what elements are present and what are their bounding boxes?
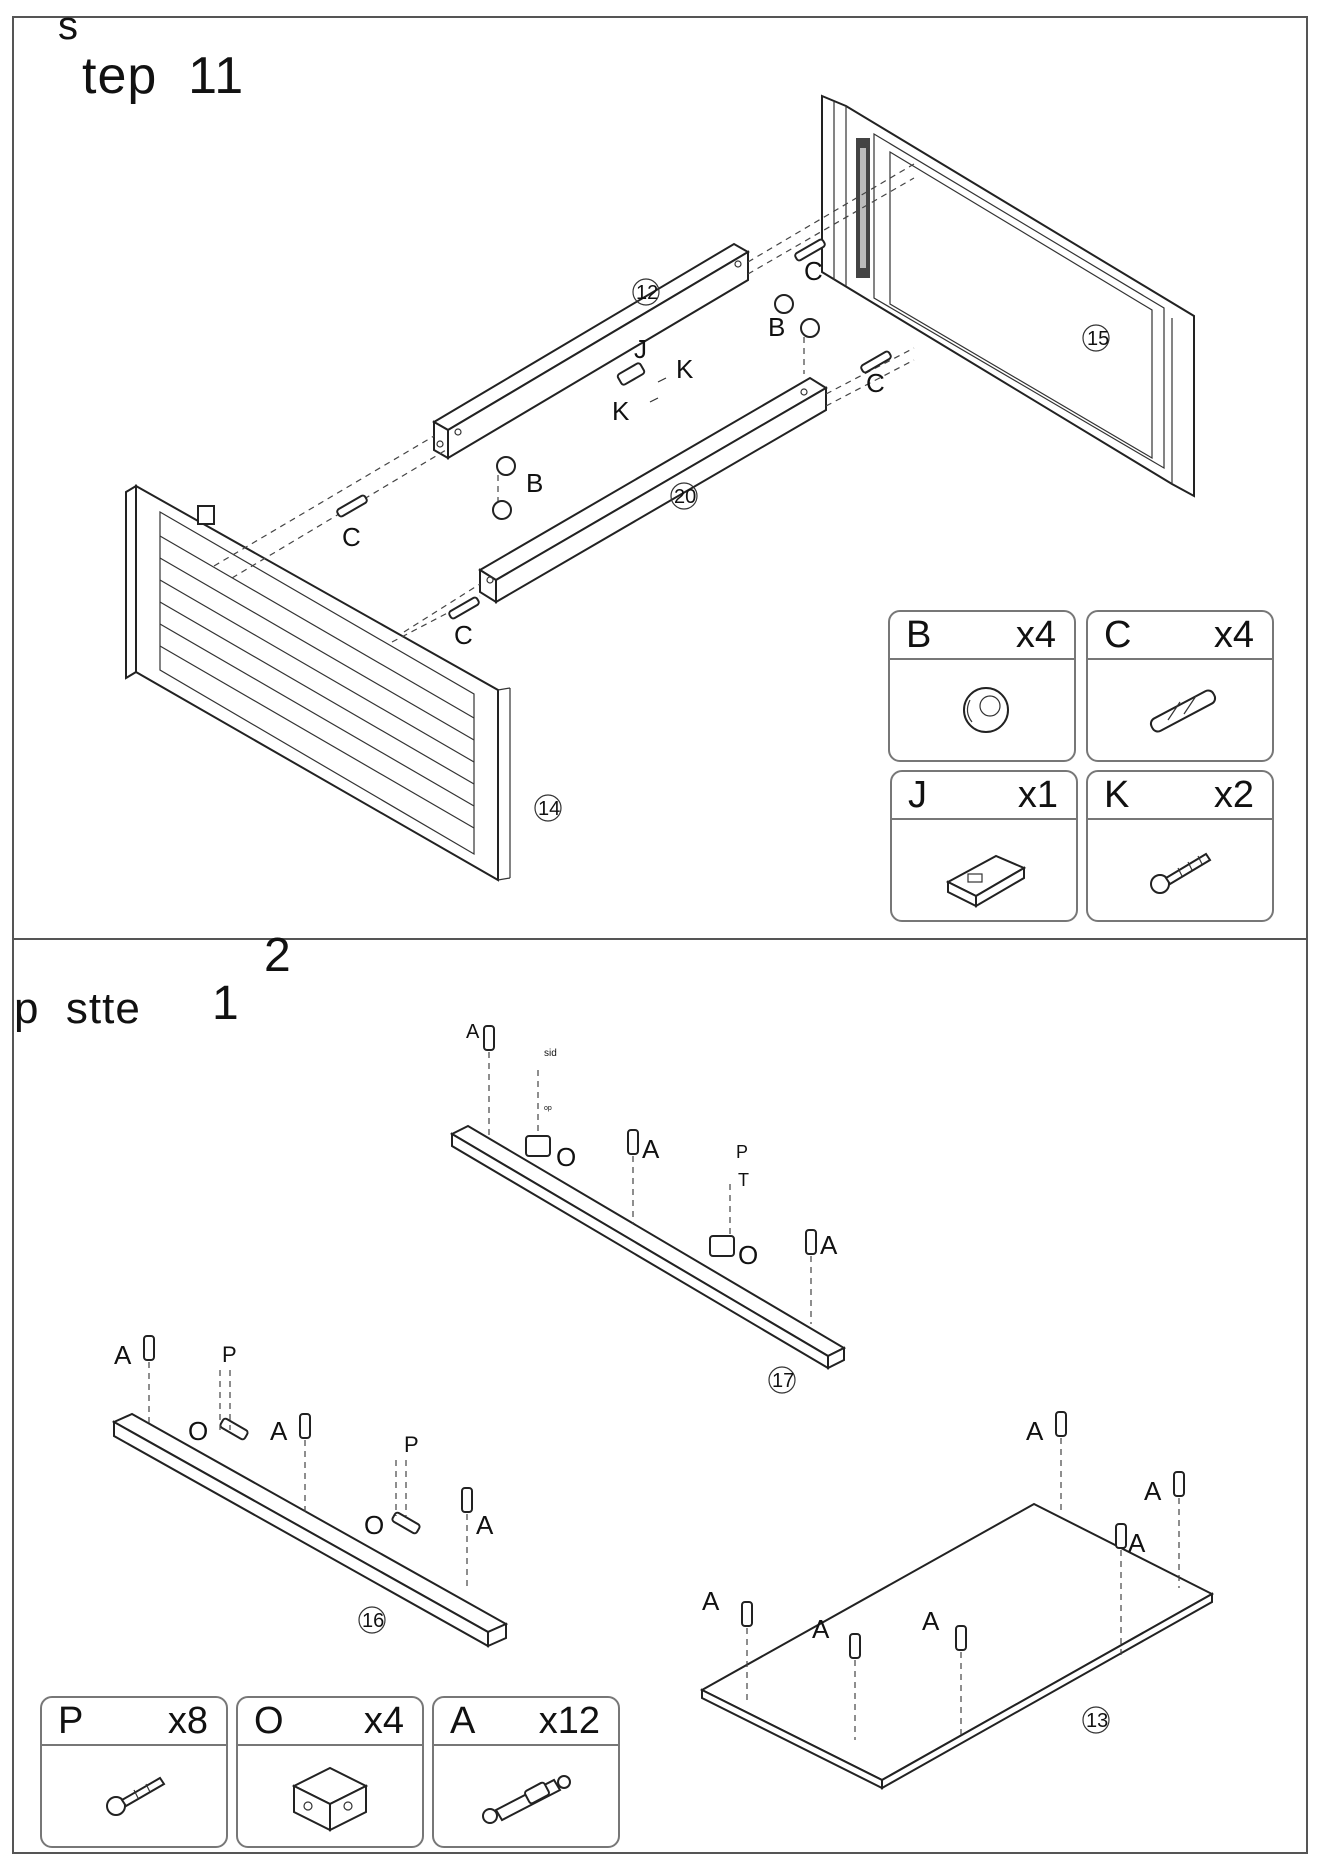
label-p: P: [404, 1432, 419, 1457]
cam-lock-icon: [963, 687, 1009, 733]
label-b: B: [526, 468, 543, 498]
screw-icon: [106, 1776, 166, 1816]
part-14-louvered-panel: [125, 484, 562, 882]
part-20-bottom-rail: [478, 376, 828, 604]
label-a: A: [642, 1134, 660, 1164]
label-sid: sid: [544, 1048, 557, 1059]
cam-lock-b-marks: [492, 294, 820, 520]
hardware-code: P: [58, 1700, 84, 1742]
label-p: P: [222, 1342, 237, 1367]
hinge-bracket-o-marks: [219, 1135, 735, 1535]
hardware-code: J: [908, 774, 927, 816]
label-o: O: [188, 1416, 208, 1446]
hardware-qty: x4: [363, 1700, 404, 1742]
label-p: P: [736, 1142, 748, 1162]
hardware-qty: x2: [1213, 774, 1254, 816]
label-o: O: [556, 1142, 576, 1172]
label-a: A: [1128, 1528, 1146, 1558]
hardware-code: B: [906, 614, 932, 656]
label-c: C: [866, 368, 885, 398]
step-title-fragment: s: [58, 4, 79, 48]
step-title-fragment: 2: [264, 929, 291, 982]
label-a: A: [114, 1340, 132, 1370]
label-a: A: [820, 1230, 838, 1260]
part-label-13: 13: [1086, 1710, 1108, 1732]
step-11-panel: s tep 11 15: [12, 4, 1308, 940]
label-o: O: [738, 1240, 758, 1270]
part-16-rail: [111, 1412, 509, 1648]
hardware-qty: x1: [1017, 774, 1058, 816]
hardware-code: A: [450, 1700, 476, 1742]
magnet-j-and-screws: [616, 362, 667, 403]
hardware-code: C: [1104, 614, 1132, 656]
label-k: K: [612, 396, 630, 426]
hardware-code: K: [1104, 774, 1130, 816]
part-label-15: 15: [1087, 328, 1109, 350]
label-o: O: [364, 1510, 384, 1540]
label-a: A: [466, 1021, 480, 1043]
part-label-17: 17: [772, 1370, 794, 1392]
screw-icon: [1150, 852, 1212, 894]
cam-bolt-icon: [482, 1775, 571, 1824]
label-j: J: [634, 334, 647, 364]
label-a: A: [702, 1586, 720, 1616]
part-label-12: 12: [636, 282, 658, 304]
step-title: tep 11: [82, 47, 245, 105]
part-label-16: 16: [362, 1610, 384, 1632]
label-b: B: [768, 312, 785, 342]
part-label-20: 20: [674, 486, 696, 508]
label-t: T: [738, 1170, 749, 1190]
part-label-14: 14: [538, 798, 560, 820]
step-title-fragment: 1: [212, 977, 239, 1030]
screw-p-marks: [219, 1070, 731, 1516]
part-17-rail: [449, 1124, 847, 1394]
dowel-c-marks: [336, 238, 892, 620]
part-12-back-rail: [432, 242, 750, 460]
magnet-catch-icon: [945, 854, 1027, 908]
label-a: A: [270, 1416, 288, 1446]
hardware-qty: x8: [167, 1700, 208, 1742]
label-a: A: [476, 1510, 494, 1540]
hardware-qty: x4: [1015, 614, 1056, 656]
hinge-bracket-icon: [291, 1766, 369, 1832]
hardware-qty: x12: [538, 1700, 600, 1742]
dowel-icon: [1149, 689, 1217, 733]
hardware-code: O: [254, 1700, 284, 1742]
label-c: C: [342, 522, 361, 552]
cam-bolt-a-marks: [143, 1025, 1185, 1740]
label-c: C: [454, 620, 473, 650]
label-a: A: [922, 1606, 940, 1636]
label-k: K: [676, 354, 694, 384]
label-a: A: [812, 1614, 830, 1644]
label-a: A: [1144, 1476, 1162, 1506]
part-15-side-panel: [821, 94, 1195, 498]
step-12-assembly-diagram: 17 16 13: [111, 1021, 1215, 1790]
label-op: op: [544, 1105, 552, 1112]
label-c: C: [804, 256, 823, 286]
hardware-qty: x4: [1213, 614, 1254, 656]
label-a: A: [1026, 1416, 1044, 1446]
step-title: p stte: [14, 984, 141, 1033]
step-12-panel: 2 p stte 1 17 16 13: [12, 929, 1308, 1854]
step-11-assembly-diagram: 15 14 12: [125, 94, 1195, 882]
